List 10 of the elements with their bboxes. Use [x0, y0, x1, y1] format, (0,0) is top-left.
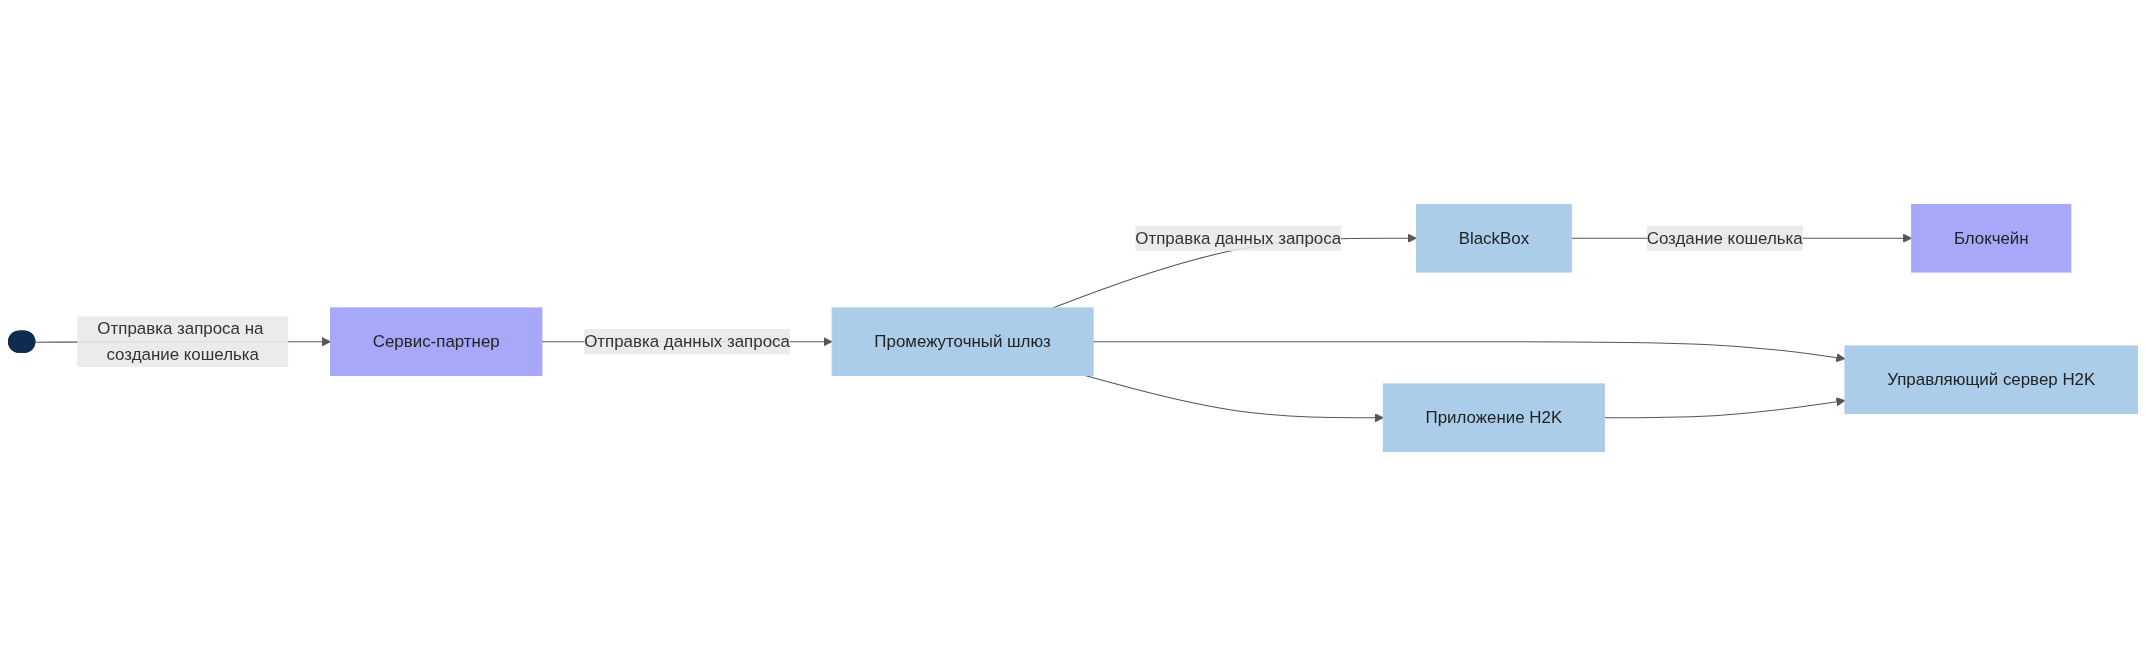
- node-box: Блокчейн: [1911, 203, 2072, 273]
- edge-label: Отправка данных запроса: [1135, 228, 1342, 247]
- edge-label: Отправка данных запроса: [584, 332, 790, 351]
- edge-label: Отправка запроса на создание кошелька: [97, 319, 264, 363]
- node-box: Сервис-партнер: [330, 307, 543, 377]
- node-box: Промежуточный шлюз: [831, 307, 1094, 377]
- node-box: Управляющий сервер H2K: [1844, 345, 2139, 415]
- node-box: Приложение H2K: [1382, 383, 1605, 453]
- node-box: BlackBox: [1415, 203, 1572, 273]
- edge-label: Создание кошелька: [1646, 228, 1803, 247]
